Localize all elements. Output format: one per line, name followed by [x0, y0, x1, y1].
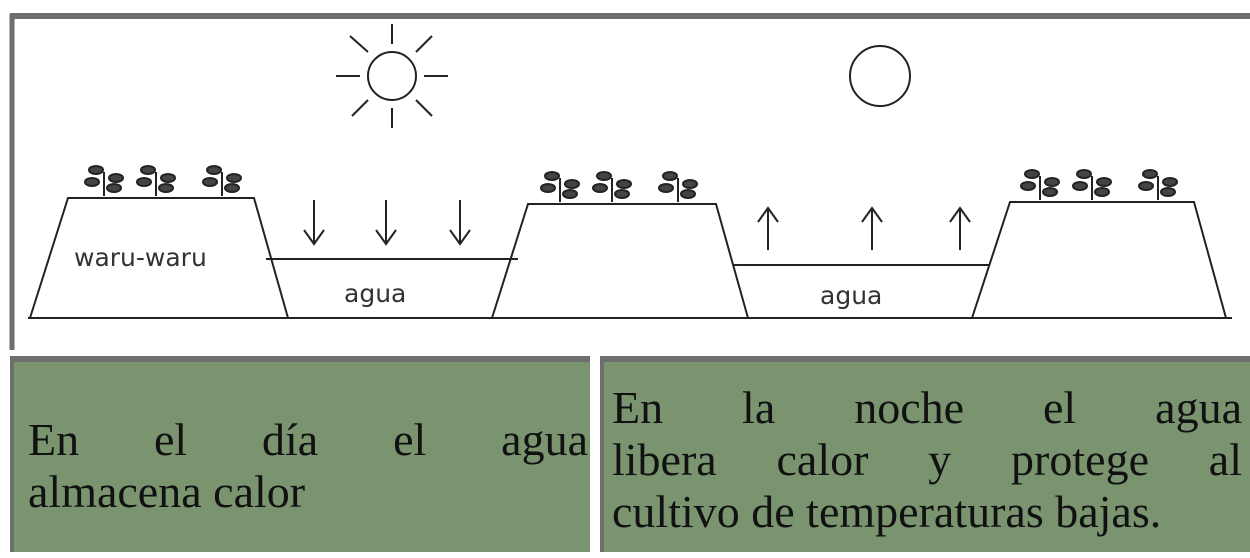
- arrow-up-icon: [757, 206, 779, 250]
- night-caption-line-2: libera calor y protege al: [612, 434, 1242, 485]
- moon-icon: [849, 45, 911, 107]
- plant-icon: [592, 171, 632, 202]
- plant-icon: [84, 165, 124, 196]
- field-label: waru-waru: [74, 243, 207, 272]
- water-label-night: agua: [820, 281, 882, 310]
- arrow-up-icon: [949, 206, 971, 250]
- plant-icon: [540, 171, 580, 202]
- night-caption-line-3: cultivo de temperaturas bajas.: [612, 486, 1162, 537]
- plant-icon: [136, 165, 176, 196]
- night-caption: En la noche el agua libera calor y prote…: [612, 382, 1242, 538]
- plant-icon: [1138, 169, 1178, 200]
- arrow-down-icon: [303, 200, 325, 246]
- day-caption: En el día el agua almacena calor: [28, 414, 588, 518]
- raised-bed-left: [28, 197, 290, 319]
- night-caption-line-1: En la noche el agua: [612, 382, 1242, 433]
- night-caption-panel: En la noche el agua libera calor y prote…: [600, 356, 1250, 552]
- plant-icon: [202, 165, 242, 196]
- raised-bed-middle: [490, 203, 750, 319]
- plant-icon: [1020, 169, 1060, 200]
- raised-bed-right: [970, 201, 1228, 319]
- waru-waru-diagram: waru-waru agua agua: [9, 13, 1250, 350]
- day-caption-line-1: En el día el agua: [28, 414, 588, 465]
- plant-icon: [1072, 169, 1112, 200]
- diagram-frame: waru-waru agua agua: [9, 13, 1250, 350]
- day-caption-panel: En el día el agua almacena calor: [10, 356, 590, 552]
- sun-icon: [336, 24, 448, 128]
- arrow-down-icon: [375, 200, 397, 246]
- day-caption-line-2: almacena calor: [28, 466, 306, 517]
- arrow-up-icon: [861, 206, 883, 250]
- arrow-down-icon: [449, 200, 471, 246]
- water-label-day: agua: [344, 279, 406, 308]
- plant-icon: [658, 171, 698, 202]
